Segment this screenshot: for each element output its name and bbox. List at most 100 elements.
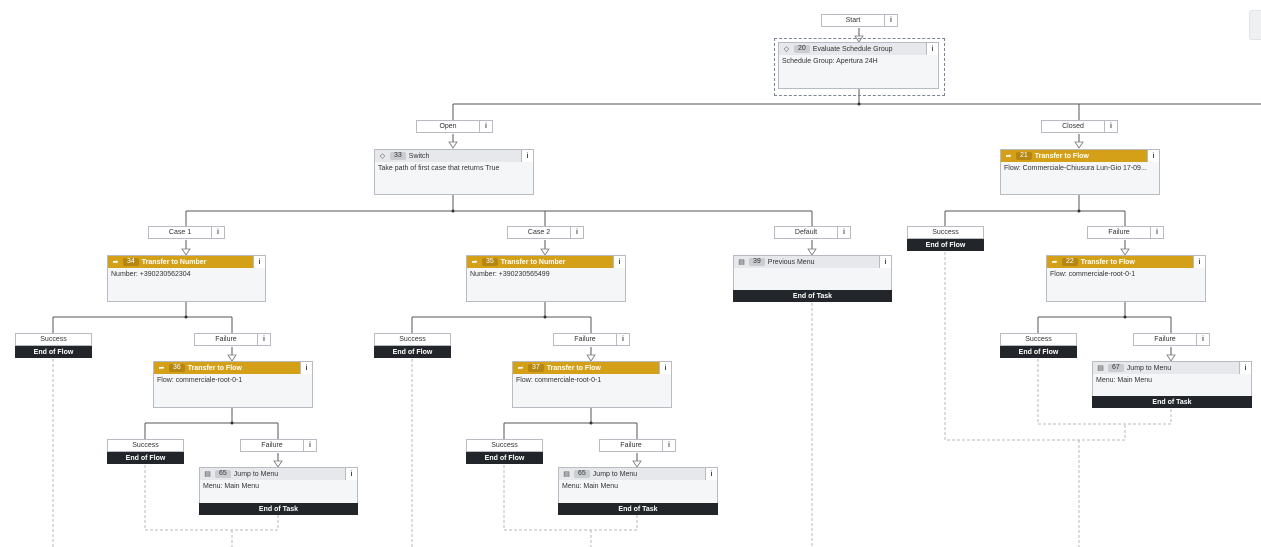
info-icon[interactable]: i bbox=[926, 43, 938, 55]
transfer-to-number-node-35[interactable]: ➦ 35 Transfer to Number i Number: +39023… bbox=[466, 255, 626, 302]
node-number: 34 bbox=[123, 258, 139, 266]
open-label-text: Open bbox=[439, 123, 457, 130]
case-1-label[interactable]: Case 1 i bbox=[148, 226, 225, 239]
transfer-to-flow-node-22[interactable]: ➦ 22 Transfer to Flow i Flow: commercial… bbox=[1046, 255, 1206, 302]
jump-to-menu-node-65-b[interactable]: ▤ 65 Jump to Menu i Menu: Main Menu End … bbox=[558, 467, 718, 515]
info-icon[interactable]: i bbox=[837, 227, 850, 238]
info-icon[interactable]: i bbox=[257, 334, 270, 345]
transfer-to-flow-node-36[interactable]: ➦ 36 Transfer to Flow i Flow: commercial… bbox=[153, 361, 313, 408]
info-icon[interactable]: i bbox=[1196, 334, 1209, 345]
node-title: Evaluate Schedule Group bbox=[812, 45, 893, 53]
end-of-flow: End of Flow bbox=[15, 346, 92, 358]
failure-label[interactable]: Failure i bbox=[194, 333, 271, 346]
transfer-icon: ➦ bbox=[158, 364, 165, 372]
node-number: 36 bbox=[169, 364, 185, 372]
success-label-text: Success bbox=[491, 442, 518, 449]
selection-box bbox=[774, 38, 945, 96]
success-label[interactable]: Success bbox=[15, 333, 92, 346]
node-title: Previous Menu bbox=[767, 258, 815, 266]
success-label[interactable]: Success bbox=[466, 439, 543, 452]
success-label[interactable]: Success bbox=[374, 333, 451, 346]
info-icon[interactable]: i bbox=[1239, 362, 1251, 374]
failure-label[interactable]: Failure i bbox=[599, 439, 676, 452]
node-title: Jump to Menu bbox=[592, 470, 638, 478]
diamond-icon: ◇ bbox=[783, 45, 790, 53]
info-icon[interactable]: i bbox=[1150, 227, 1163, 238]
node-body: Flow: commerciale-root-0-1 bbox=[516, 377, 602, 384]
default-label[interactable]: Default i bbox=[774, 226, 851, 239]
info-icon[interactable]: i bbox=[479, 121, 492, 132]
success-label-text: Success bbox=[40, 336, 67, 343]
info-icon[interactable]: i bbox=[303, 440, 316, 451]
failure-label[interactable]: Failure i bbox=[1087, 226, 1164, 239]
case-2-label[interactable]: Case 2 i bbox=[507, 226, 584, 239]
end-of-flow: End of Flow bbox=[1000, 346, 1077, 358]
node-title: Jump to Menu bbox=[1126, 364, 1172, 372]
node-body: Menu: Main Menu bbox=[562, 483, 619, 490]
start-node[interactable]: Start i bbox=[821, 14, 898, 27]
node-title: Transfer to Flow bbox=[546, 364, 601, 372]
node-number: 65 bbox=[574, 470, 590, 478]
menu-icon: ▤ bbox=[563, 470, 570, 478]
info-icon[interactable]: i bbox=[705, 468, 717, 480]
success-label[interactable]: Success bbox=[1000, 333, 1077, 346]
previous-menu-node[interactable]: ▤ 39 Previous Menu i End of Task bbox=[733, 255, 892, 302]
jump-to-menu-node-67[interactable]: ▤ 67 Jump to Menu i Menu: Main Menu End … bbox=[1092, 361, 1252, 408]
transfer-to-number-node-34[interactable]: ➦ 34 Transfer to Number i Number: +39023… bbox=[107, 255, 266, 302]
end-of-flow: End of Flow bbox=[374, 346, 451, 358]
success-label[interactable]: Success bbox=[907, 226, 984, 239]
info-icon[interactable]: i bbox=[884, 15, 897, 26]
switch-node[interactable]: ◇ 33 Switch i Take path of first case th… bbox=[374, 149, 534, 195]
info-icon[interactable]: i bbox=[1193, 256, 1205, 268]
open-path-label[interactable]: Open i bbox=[416, 120, 493, 133]
transfer-icon: ➦ bbox=[112, 258, 119, 266]
node-body: Number: +390230562304 bbox=[111, 271, 191, 278]
evaluate-schedule-group-node[interactable]: ◇ 20 Evaluate Schedule Group i Schedule … bbox=[778, 42, 939, 89]
end-of-task: End of Task bbox=[558, 503, 718, 515]
failure-label-text: Failure bbox=[1154, 336, 1176, 343]
success-label-text: Success bbox=[399, 336, 426, 343]
canvas-side-button[interactable] bbox=[1249, 10, 1261, 40]
transfer-icon: ➦ bbox=[471, 258, 478, 266]
info-icon[interactable]: i bbox=[659, 362, 671, 374]
node-body: Schedule Group: Apertura 24H bbox=[782, 58, 878, 65]
info-icon[interactable]: i bbox=[613, 256, 625, 268]
info-icon[interactable]: i bbox=[211, 227, 224, 238]
success-label-text: Success bbox=[132, 442, 159, 449]
info-icon[interactable]: i bbox=[1104, 121, 1117, 132]
node-body: Flow: commerciale-root-0-1 bbox=[1050, 271, 1136, 278]
info-icon[interactable]: i bbox=[253, 256, 265, 268]
success-label[interactable]: Success bbox=[107, 439, 184, 452]
info-icon[interactable]: i bbox=[521, 150, 533, 162]
failure-label[interactable]: Failure i bbox=[1133, 333, 1210, 346]
info-icon[interactable]: i bbox=[570, 227, 583, 238]
info-icon[interactable]: i bbox=[662, 440, 675, 451]
info-icon[interactable]: i bbox=[616, 334, 629, 345]
success-label-text: Success bbox=[932, 229, 959, 236]
info-icon[interactable]: i bbox=[345, 468, 357, 480]
transfer-to-flow-node-21[interactable]: ➦ 21 Transfer to Flow i Flow: Commercial… bbox=[1000, 149, 1160, 195]
node-body: Flow: Commerciale-Chiusura Lun-Gio 17-09… bbox=[1004, 165, 1147, 172]
node-number: 67 bbox=[1108, 364, 1124, 372]
failure-label[interactable]: Failure i bbox=[553, 333, 630, 346]
node-body: Flow: commerciale-root-0-1 bbox=[157, 377, 243, 384]
node-title: Transfer to Flow bbox=[1080, 258, 1135, 266]
failure-label[interactable]: Failure i bbox=[240, 439, 317, 452]
end-of-flow: End of Flow bbox=[107, 452, 184, 464]
end-of-task: End of Task bbox=[199, 503, 358, 515]
node-title: Switch bbox=[408, 152, 430, 160]
closed-path-label[interactable]: Closed i bbox=[1041, 120, 1118, 133]
transfer-to-flow-node-37[interactable]: ➦ 37 Transfer to Flow i Flow: commercial… bbox=[512, 361, 672, 408]
transfer-icon: ➦ bbox=[1051, 258, 1058, 266]
jump-to-menu-node-65[interactable]: ▤ 65 Jump to Menu i Menu: Main Menu End … bbox=[199, 467, 358, 515]
diamond-icon: ◇ bbox=[379, 152, 386, 160]
node-number: 33 bbox=[390, 152, 406, 160]
failure-label-text: Failure bbox=[1108, 229, 1130, 236]
info-icon[interactable]: i bbox=[879, 256, 891, 268]
info-icon[interactable]: i bbox=[300, 362, 312, 374]
node-number: 20 bbox=[794, 45, 810, 53]
case-label-text: Case 2 bbox=[527, 229, 551, 236]
info-icon[interactable]: i bbox=[1147, 150, 1159, 162]
node-body: Menu: Main Menu bbox=[203, 483, 260, 490]
